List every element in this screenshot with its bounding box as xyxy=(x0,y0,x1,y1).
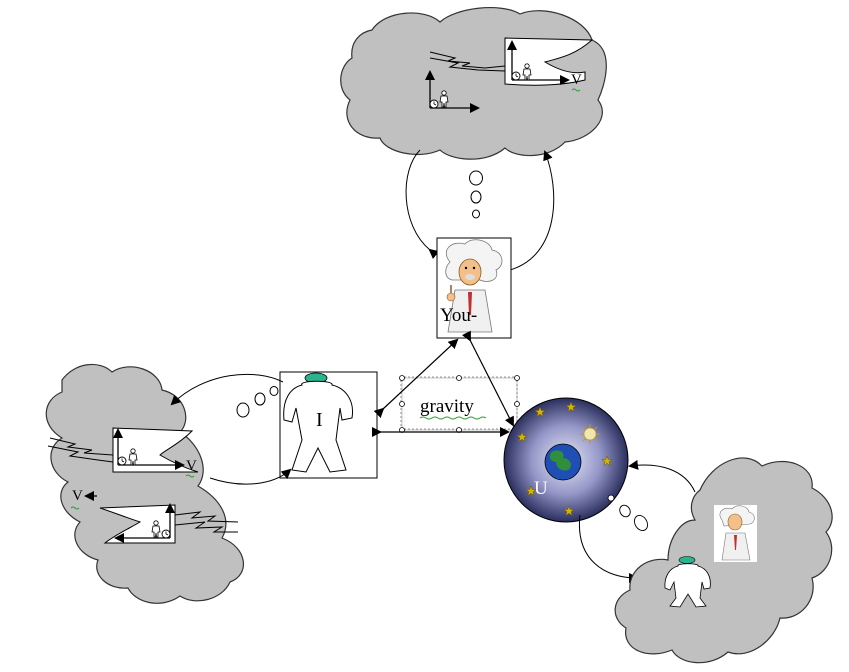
top-cloud: V xyxy=(340,7,607,160)
thought-bubble xyxy=(607,494,649,531)
jagged-rocket-icon xyxy=(47,437,114,463)
u-label: U xyxy=(534,478,548,499)
einstein-figure xyxy=(714,505,757,562)
velocity-label-left-inner: V xyxy=(186,458,197,474)
universe-sphere: U xyxy=(503,397,629,523)
jagged-rocket-icon xyxy=(174,511,239,533)
sun-icon xyxy=(580,424,600,444)
i-label: I xyxy=(316,409,323,431)
you-label: You- xyxy=(440,305,477,326)
jagged-rocket-icon xyxy=(429,51,506,72)
rest-frame-axes xyxy=(114,503,175,543)
cloud-shape xyxy=(45,363,245,604)
einstein-figure xyxy=(445,239,503,333)
outer-velocity: V xyxy=(70,488,97,510)
person-figure xyxy=(664,556,711,608)
left-cloud: V V xyxy=(45,363,245,604)
rest-frame-axes xyxy=(425,70,480,113)
moving-frame-axes: V xyxy=(113,428,197,478)
person-figure xyxy=(283,372,354,473)
gravity-box: gravity xyxy=(399,375,520,433)
bottom-right-cloud xyxy=(614,457,833,664)
earth-globe xyxy=(544,443,582,481)
moving-frame-axes: V xyxy=(507,40,582,92)
velocity-label-top: V xyxy=(571,72,582,88)
velocity-label-left-outer: V xyxy=(72,488,83,504)
i-box: I xyxy=(279,371,378,479)
thought-bubble xyxy=(236,386,279,418)
thought-bubble xyxy=(469,170,483,219)
gravity-label: gravity xyxy=(420,396,474,417)
you-box: You- xyxy=(436,237,512,339)
